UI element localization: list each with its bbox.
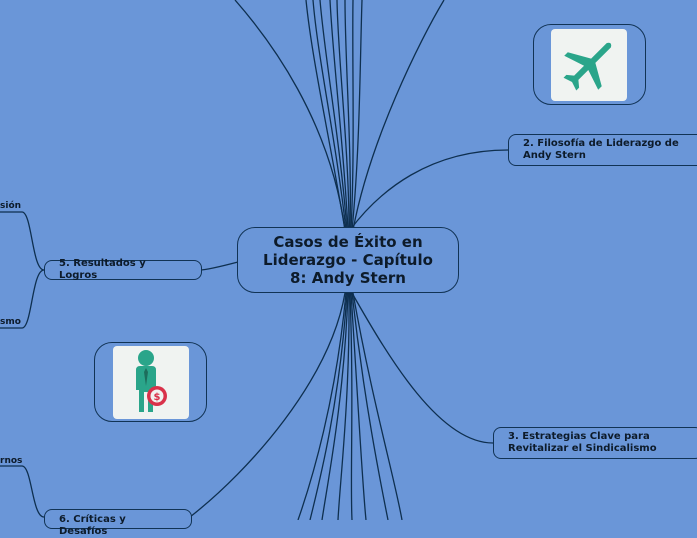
branch-key-strategies[interactable]: 3. Estrategias Clave para Revitalizar el… — [493, 427, 697, 459]
branch-criticism-challenges[interactable]: 6. Críticas y Desafíos — [44, 509, 192, 537]
branch-label: 5. Resultados y Logros — [59, 258, 146, 281]
branch-leadership-philosophy[interactable]: 2. Filosofía de Liderazgo de Andy Stern — [508, 134, 697, 166]
subtopic-5b[interactable]: smo — [0, 317, 21, 327]
branch-label: 6. Críticas y Desafíos — [59, 514, 126, 537]
subtopic-5a[interactable]: sión — [0, 201, 22, 211]
branch-results-achievements[interactable]: 5. Resultados y Logros — [44, 258, 202, 281]
airplane-image-node[interactable] — [533, 24, 646, 105]
businessman-image-node[interactable]: $ — [94, 342, 207, 422]
central-topic[interactable]: Casos de Éxito en Liderazgo - Capítulo 8… — [237, 227, 459, 293]
central-topic-title: Casos de Éxito en Liderazgo - Capítulo 8… — [263, 233, 433, 287]
airplane-icon — [563, 42, 612, 91]
svg-text:$: $ — [154, 392, 161, 403]
businessman-card: $ — [113, 346, 189, 419]
branch-label: 2. Filosofía de Liderazgo de Andy Stern — [523, 138, 679, 161]
connector-lines — [0, 0, 509, 520]
branch-label: 3. Estrategias Clave para Revitalizar el… — [508, 431, 657, 454]
airplane-card — [551, 29, 627, 101]
businessman-money-icon: $ — [136, 350, 167, 412]
subtopic-6a[interactable]: rnos — [0, 456, 23, 466]
